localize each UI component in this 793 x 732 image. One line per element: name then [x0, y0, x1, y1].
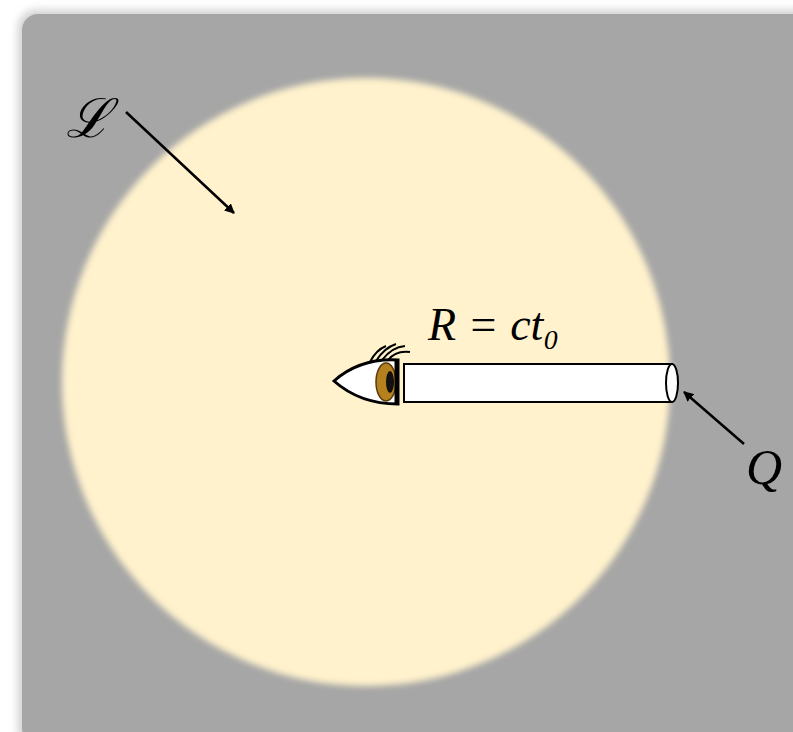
- region-label: ℒ: [66, 92, 111, 146]
- radius-label: R = ct₀: [428, 302, 559, 348]
- grey-ground: [22, 14, 793, 732]
- leader-arrow: [684, 392, 744, 444]
- eye: [334, 344, 410, 404]
- panel-shadow: [18, 10, 793, 732]
- tube-end: [666, 364, 678, 402]
- tube: [404, 364, 672, 402]
- point-label: Q: [746, 442, 782, 492]
- leader-arrow: [126, 112, 234, 213]
